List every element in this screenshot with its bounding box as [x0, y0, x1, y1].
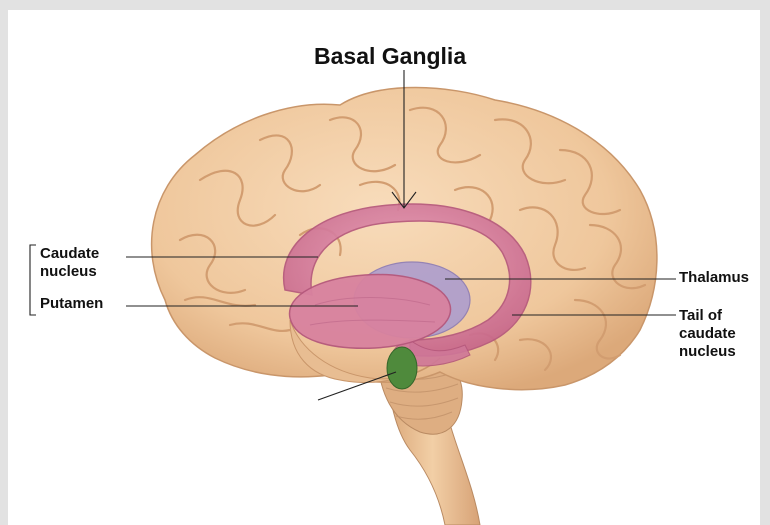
label-tail-line3: nucleus — [679, 343, 736, 361]
amygdala — [387, 347, 417, 389]
diagram-title: Basal Ganglia — [314, 42, 466, 70]
label-caudate-line2: nucleus — [40, 263, 97, 281]
label-tail-line1: Tail of — [679, 307, 722, 325]
caudate-bracket — [30, 245, 36, 315]
label-tail-line2: caudate — [679, 325, 736, 343]
label-caudate-line1: Caudate — [40, 245, 99, 263]
label-thalamus: Thalamus — [679, 269, 749, 287]
label-putamen: Putamen — [40, 295, 103, 313]
